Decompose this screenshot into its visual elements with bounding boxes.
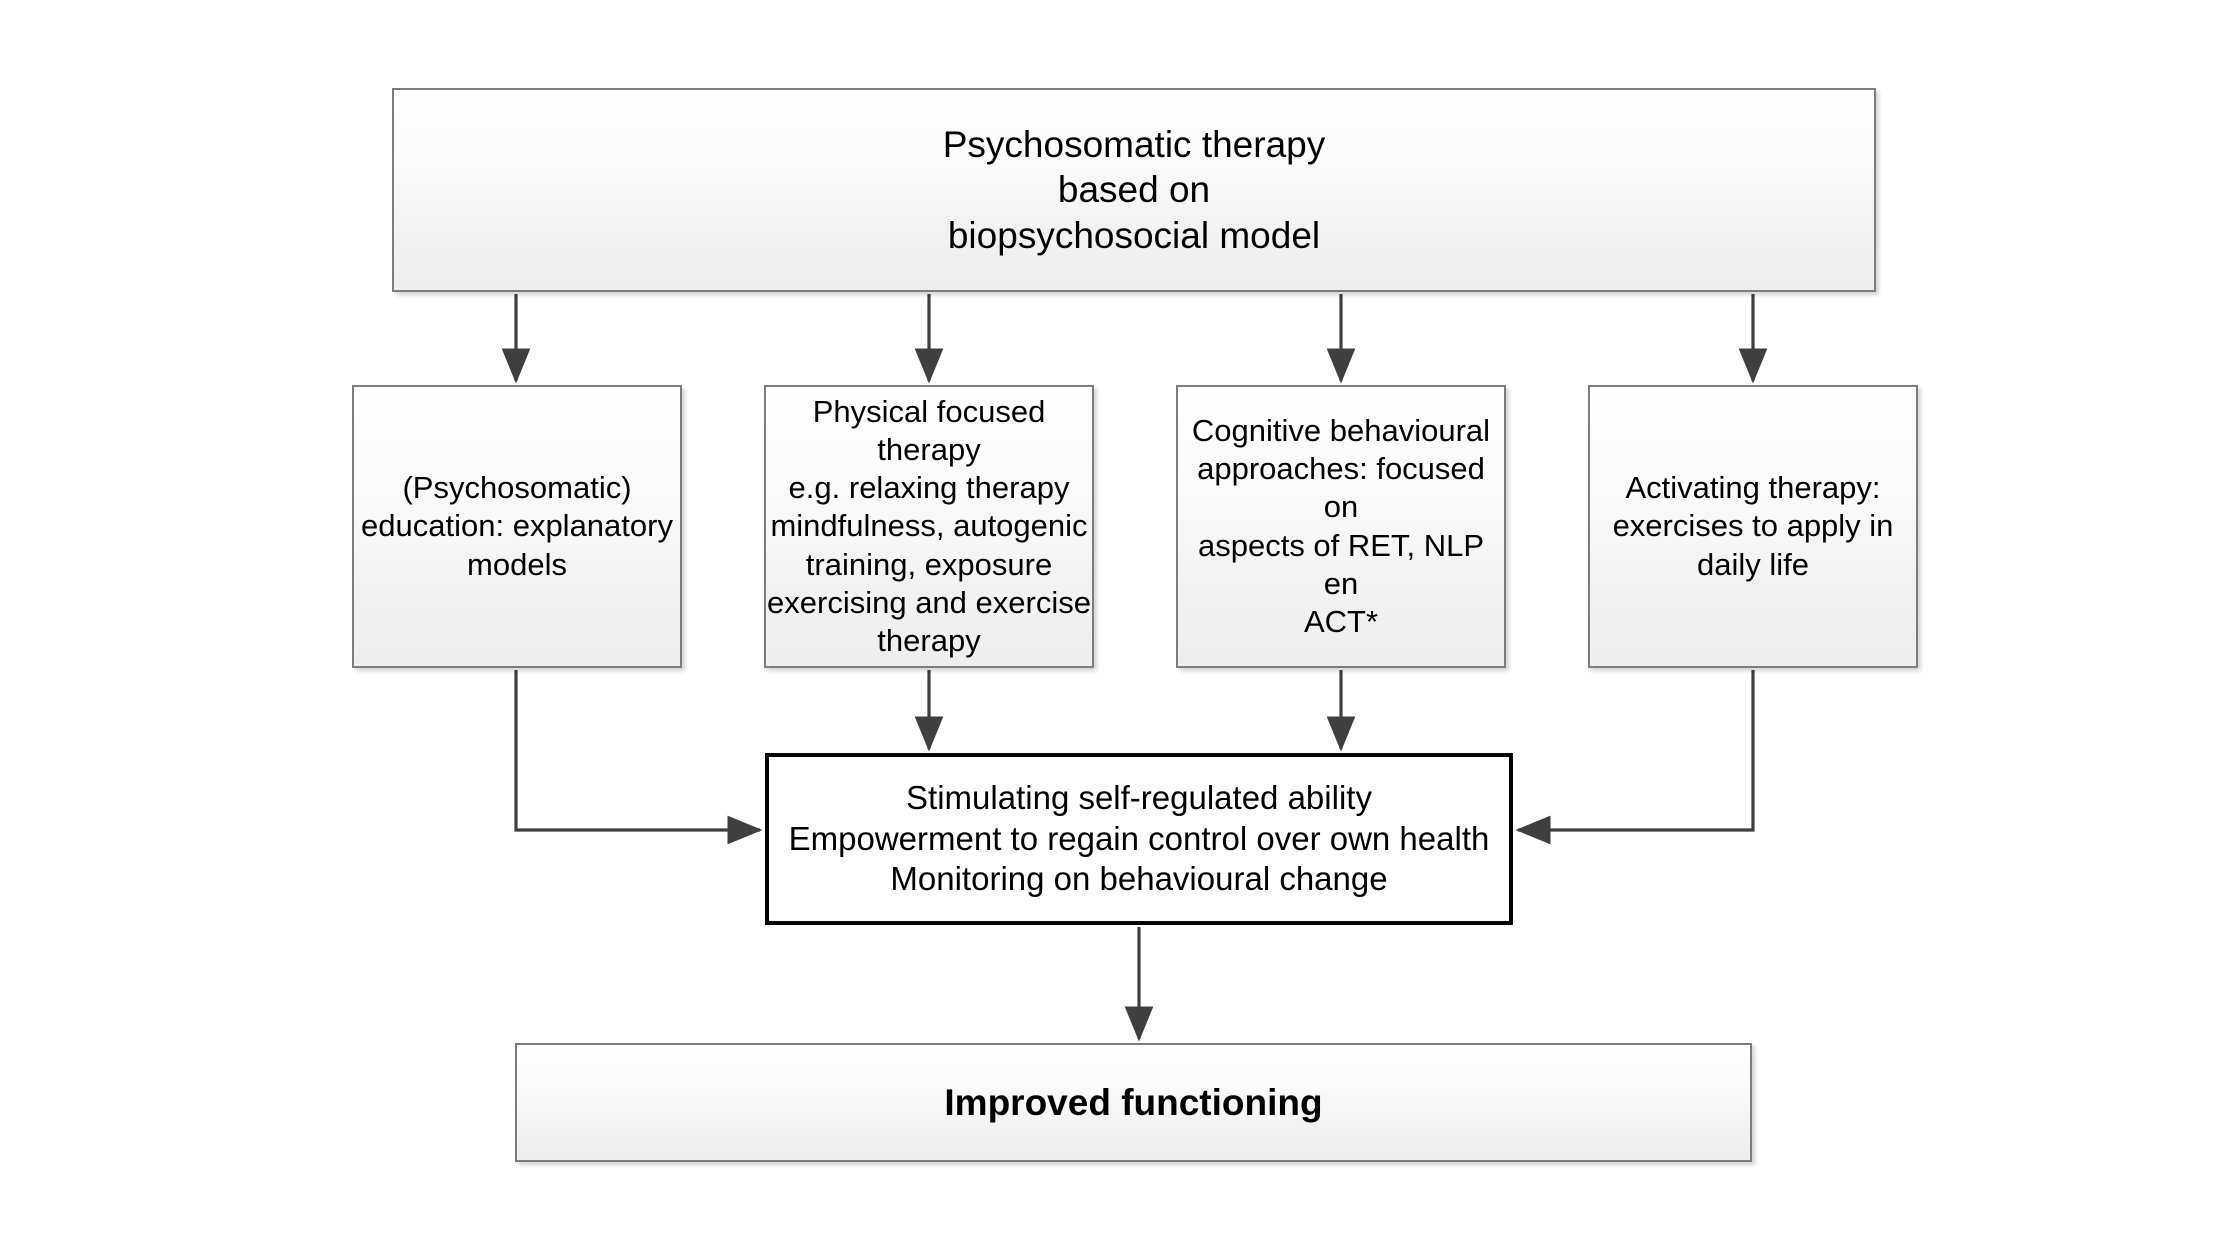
arrow-education-to-converge [514,670,763,845]
node-physical-focused-therapy-label: Physical focused therapy e.g. relaxing t… [767,394,1091,658]
node-self-regulation: Stimulating self-regulated ability Empow… [765,753,1513,925]
node-education-label: (Psychosomatic) education: explanatory m… [361,470,673,582]
node-cognitive-behavioural-label: Cognitive behavioural approaches: focuse… [1191,413,1491,639]
node-improved-functioning-label: Improved functioning [944,1081,1323,1123]
node-cognitive-behavioural: Cognitive behavioural approaches: focuse… [1176,385,1506,668]
node-psychosomatic-therapy-label: Psychosomatic therapy based on biopsycho… [942,123,1326,256]
node-activating-therapy-label: Activating therapy: exercises to apply i… [1612,470,1894,582]
node-psychosomatic-therapy: Psychosomatic therapy based on biopsycho… [392,88,1876,292]
node-activating-therapy: Activating therapy: exercises to apply i… [1588,385,1918,668]
node-physical-focused-therapy: Physical focused therapy e.g. relaxing t… [764,385,1094,668]
arrow-activating-to-converge [1515,670,1755,845]
node-improved-functioning: Improved functioning [515,1043,1752,1162]
node-education: (Psychosomatic) education: explanatory m… [352,385,682,668]
node-self-regulation-label: Stimulating self-regulated ability Empow… [788,779,1490,898]
